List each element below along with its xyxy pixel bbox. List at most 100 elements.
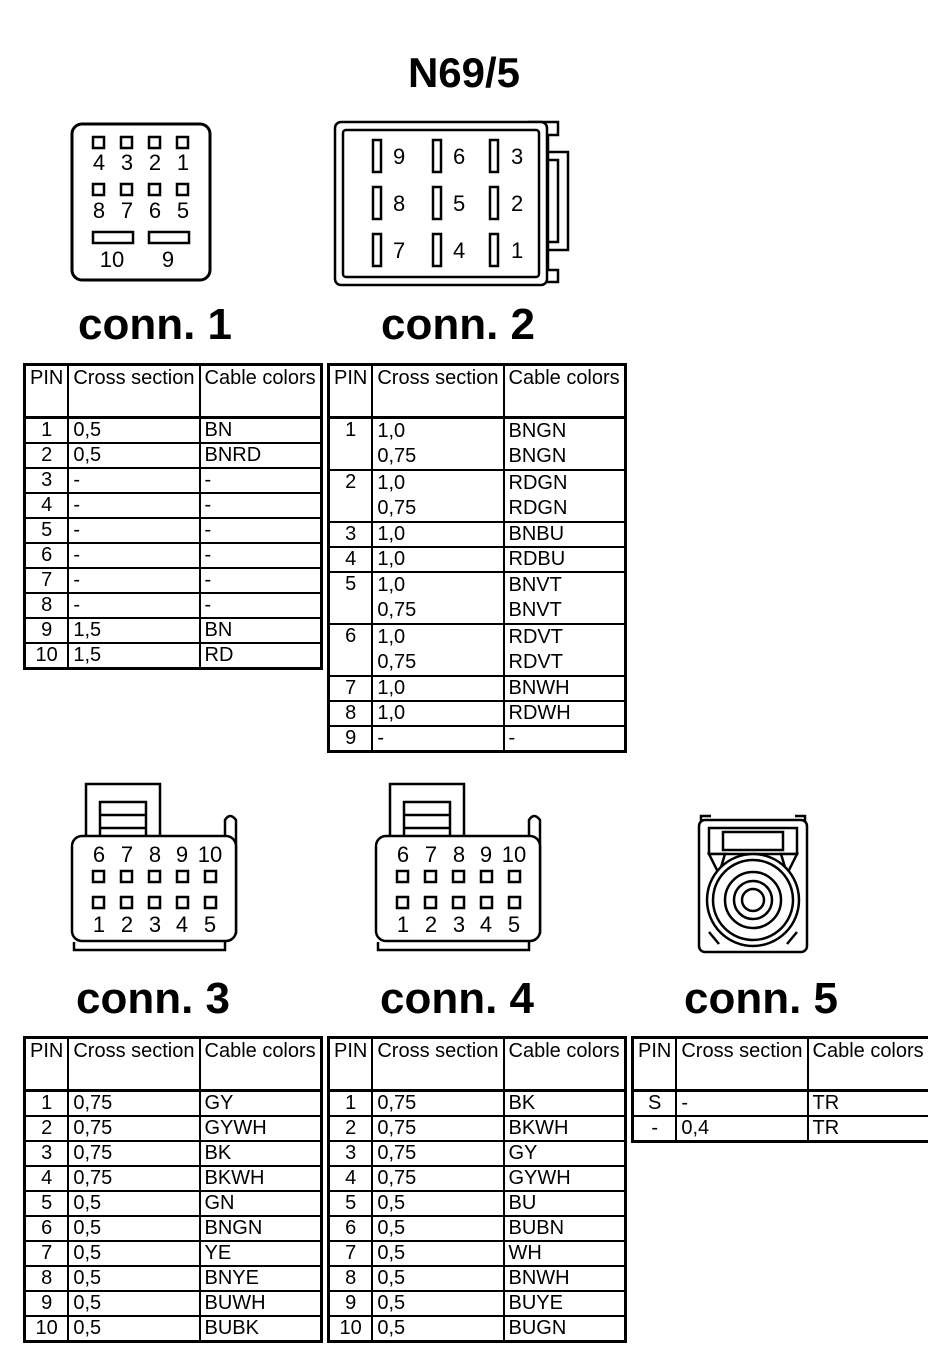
c3-pin-label: 4 [176,912,188,937]
connector-5-label: conn. 5 [683,974,839,1023]
pin-number: - [631,1115,678,1143]
pin-number: 1 [23,1089,70,1117]
cable-color-value: BKWH [508,1117,569,1139]
cross-section-value: 0,5 [377,1317,406,1339]
pin-number: 7 [327,675,374,702]
c3-pin-label: 8 [149,842,161,867]
pin-number: 2 [327,1115,374,1142]
cable-color-value: BN [204,619,233,641]
cross-section-header: Cross section [371,363,505,419]
pin-header: PIN [23,1036,70,1092]
pin-number: 2 [23,1115,70,1142]
cross-section-value: 0,5 [73,1317,102,1339]
c3-pin-label: 9 [176,842,188,867]
cable-color-value: BU [508,1192,537,1214]
c2-pin-label: 2 [511,191,523,216]
pin-number: 4 [23,1165,70,1192]
pin-number: 8 [23,592,70,619]
c2-pin-label: 4 [453,238,465,263]
cable-color-value: BNGN [204,1217,263,1239]
pin-number: 6 [23,1215,70,1242]
cross-section-value: 0,5 [73,1292,102,1314]
c3-pin-label: 1 [93,912,105,937]
cable-color-value: YE [204,1242,232,1264]
pin-number: 4 [327,1165,374,1192]
cable-color-value: BNVT [508,574,562,596]
c1-pin-label: 2 [149,150,161,175]
c1-pin-label: 3 [121,150,133,175]
cable-color-value: RDVT [508,651,563,673]
cable-color-value: RDGN [508,497,568,519]
pin-number: 2 [327,469,374,523]
cable-color-value: WH [508,1242,542,1264]
cable-color-value: - [204,519,212,541]
cross-section-value: 0,5 [73,1192,102,1214]
pin-header: PIN [327,363,374,419]
cable-colors-header: Cable colors [198,1036,323,1092]
cross-section-value: 1,0 [377,626,406,648]
pin-number: 6 [23,542,70,569]
cross-section-value: 0,75 [73,1092,113,1114]
table-row: 6-- [23,542,323,569]
cross-section-value: 0,75 [377,1092,417,1114]
pin-number: 3 [23,1140,70,1167]
pin-number: 5 [23,517,70,544]
cable-color-value: - [204,544,212,566]
c3-pin-label: 5 [204,912,216,937]
c2-pin-label: 5 [453,191,465,216]
connector-3-label: conn. 3 [75,974,231,1023]
pin-number: 1 [327,1089,374,1117]
c1-pin-label: 4 [93,150,105,175]
c3-pin-label: 2 [121,912,133,937]
pin-number: 3 [23,467,70,494]
cable-color-value: BNWH [508,1267,570,1289]
connector-4-face: 6 7 8 9 10 1 2 3 4 5 [374,782,542,952]
cross-section-value: 0,5 [377,1292,406,1314]
cross-section-value: 0,5 [73,1217,102,1239]
pin-number: 3 [327,521,374,548]
cross-section-value: 1,0 [377,702,406,724]
pin-number: 8 [23,1265,70,1292]
cable-color-value: BNBU [508,523,565,545]
connector-1-face: 4 3 2 1 8 7 6 5 10 9 [70,122,212,282]
cable-color-value: - [204,594,212,616]
cross-section-value: 0,75 [377,651,417,673]
table-row: 5-- [23,517,323,544]
c2-pin-label: 1 [511,238,523,263]
c1-pin-label: 7 [121,198,133,223]
cross-section-value: 0,5 [73,1242,102,1264]
c4-pin-label: 7 [425,842,437,867]
page-title: N69/5 [407,49,521,96]
cross-section-value: 0,5 [377,1217,406,1239]
cable-color-value: BK [508,1092,536,1114]
cross-section-value: 0,75 [73,1142,113,1164]
c3-pin-label: 7 [121,842,133,867]
cable-color-value: RDGN [508,472,568,494]
pin-number: 1 [327,416,374,471]
cross-section-value: 1,0 [377,574,406,596]
pin-number: 6 [327,1215,374,1242]
pin-number: 10 [327,1315,374,1343]
pin-number: 2 [23,442,70,469]
cable-color-value: BUWH [204,1292,266,1314]
pin-number: 9 [23,617,70,644]
cable-color-value: BN [204,419,233,441]
